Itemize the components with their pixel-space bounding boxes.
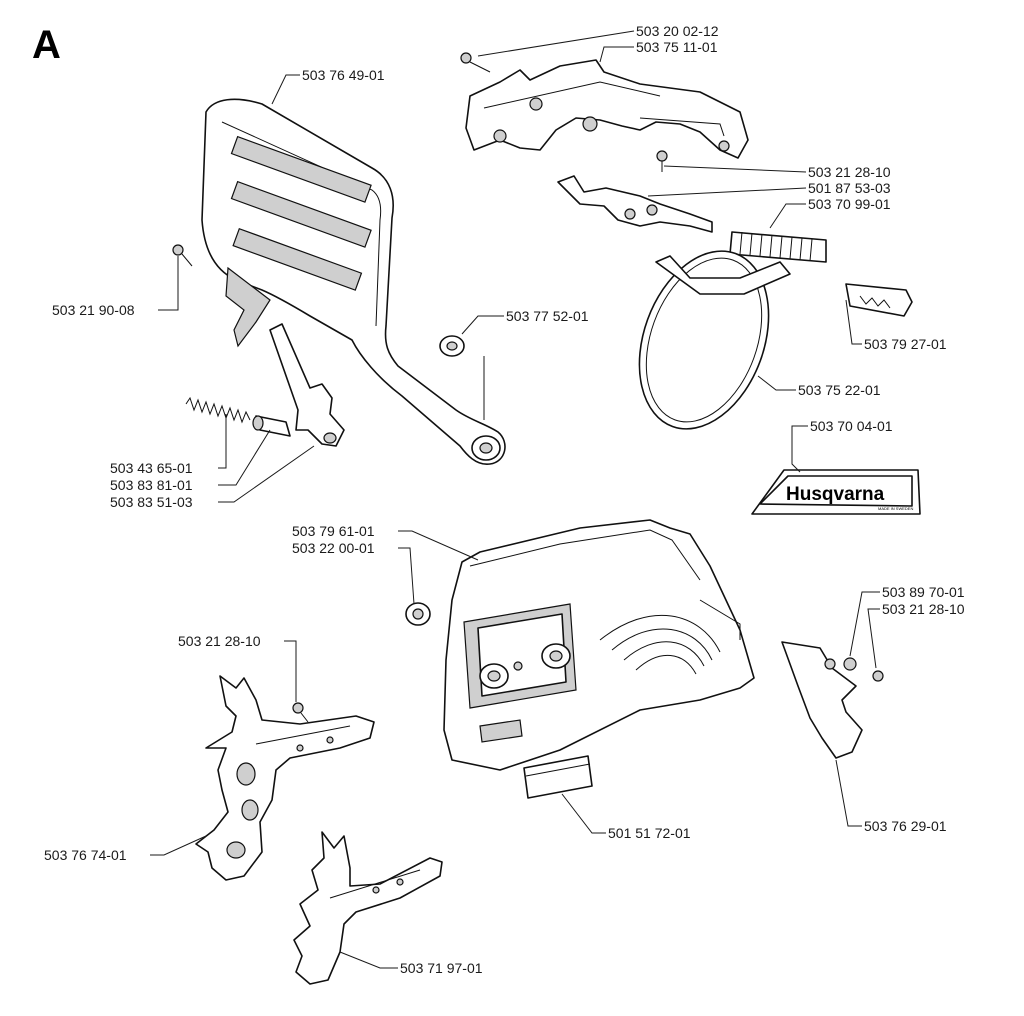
spike-bumper-part (195, 675, 375, 881)
callout-label: 503 76 74-01 (44, 847, 127, 863)
callout-label: 503 75 11-01 (636, 39, 718, 55)
brand-decal-part: Husqvarna MADE IN SWEDEN (751, 469, 921, 515)
decal-brand-text: Husqvarna (786, 484, 885, 505)
callout-label: 503 21 90-08 (52, 302, 135, 318)
callout-label: 503 21 28-10 (178, 633, 261, 649)
spike-bumper-part-2 (293, 831, 443, 985)
brake-band-part (638, 250, 791, 430)
sleeve-part (252, 415, 291, 437)
brake-plate-part (465, 59, 749, 159)
cover-nut-part (405, 602, 431, 626)
cover-piece-part (845, 283, 913, 317)
callout-label: 503 77 52-01 (506, 308, 589, 324)
callout-label: 503 79 61-01 (292, 523, 375, 539)
spring-part (185, 396, 251, 424)
guide-block-part (523, 755, 593, 799)
decal-fine-print: MADE IN SWEDEN (878, 506, 913, 511)
callout-label: 503 79 27-01 (864, 336, 947, 352)
chain-catcher-part (781, 641, 884, 759)
callout-label: 503 83 81-01 (110, 477, 193, 493)
brake-spring-part (729, 231, 827, 263)
callout-label: 503 76 49-01 (302, 67, 385, 83)
callout-label: 503 83 51-03 (110, 494, 193, 510)
brake-lever-part (269, 323, 345, 447)
callout-label: 503 70 04-01 (810, 418, 893, 434)
callout-label: 501 87 53-03 (808, 180, 891, 196)
callout-label: 503 71 97-01 (400, 960, 483, 976)
brake-link-part (557, 175, 713, 233)
callout-label: 501 51 72-01 (608, 825, 691, 841)
screw-part-top (460, 52, 491, 73)
front-hand-guard-part (201, 98, 506, 465)
callout-label: 503 21 28-10 (808, 164, 891, 180)
callout-label: 503 70 99-01 (808, 196, 891, 212)
callout-label: 503 76 29-01 (864, 818, 947, 834)
leader-lines (150, 30, 880, 969)
callout-label: 503 22 00-01 (292, 540, 375, 556)
callout-label: 503 75 22-01 (798, 382, 881, 398)
callout-label: 503 21 28-10 (882, 601, 965, 617)
callout-label: 503 89 70-01 (882, 584, 965, 600)
callout-label: 503 43 65-01 (110, 460, 193, 476)
screw-part-left (172, 244, 193, 267)
figure-letter: A (32, 23, 61, 67)
screw-part-mid (656, 150, 668, 172)
callout-labels: 503 20 02-12 503 75 11-01 503 76 49-01 5… (44, 23, 965, 976)
callout-label: 503 20 02-12 (636, 23, 719, 39)
bushing-part (439, 335, 465, 357)
clutch-cover-part (443, 519, 755, 771)
screw-part-lower-left (292, 702, 309, 723)
